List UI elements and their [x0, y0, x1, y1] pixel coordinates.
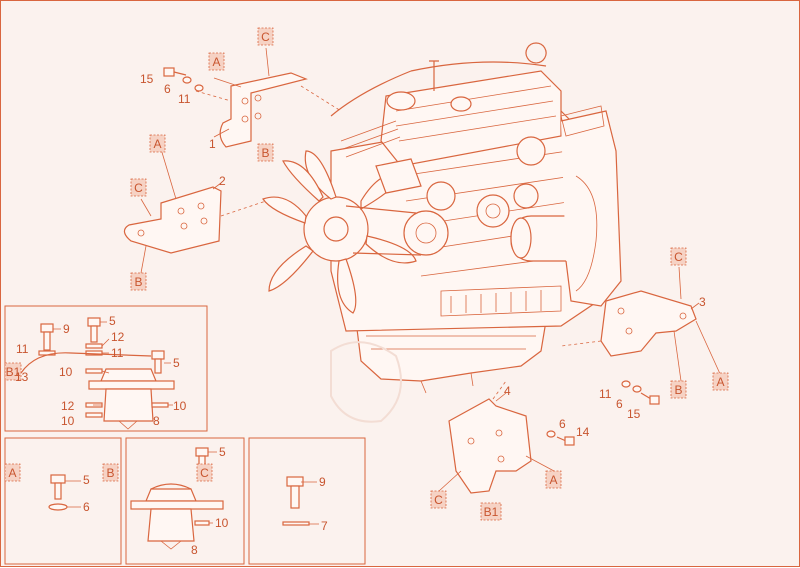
tag-a-top: A — [208, 52, 225, 71]
tag-c-box: C — [196, 463, 213, 482]
svg-text:B1: B1 — [484, 505, 499, 519]
svg-text:B: B — [106, 466, 114, 480]
tag-a-right: A — [712, 372, 729, 391]
box1-part-10a: 10 — [59, 365, 73, 379]
box1-part-13: 13 — [15, 370, 29, 384]
tag-a-lower: A — [545, 470, 562, 489]
svg-text:B1: B1 — [6, 365, 21, 379]
bolt-15-top — [163, 67, 204, 92]
engine-illustration — [262, 42, 622, 394]
box1-part-11b: 11 — [111, 346, 124, 360]
tag-b-box: B — [102, 463, 119, 482]
part-2: 2 — [219, 174, 226, 188]
leader-lines — [140, 47, 722, 492]
part-11-right: 11 — [599, 387, 612, 401]
bolt-14 — [546, 430, 575, 446]
part-15-right: 15 — [627, 407, 641, 421]
box4-part-7: 7 — [321, 519, 328, 533]
svg-text:B: B — [134, 275, 142, 289]
bracket-1 — [195, 72, 342, 148]
box1-part-8: 8 — [153, 414, 160, 428]
bracket-3 — [560, 290, 697, 357]
box4-part-9: 9 — [319, 475, 326, 489]
bracket-2 — [123, 186, 267, 254]
part-6-top: 6 — [164, 82, 171, 96]
svg-text:A: A — [153, 137, 161, 151]
box1-part-12b: 12 — [61, 399, 75, 413]
tag-a-left: A — [149, 134, 166, 153]
tag-b1-lower: B1 — [480, 502, 502, 521]
svg-text:A: A — [716, 375, 724, 389]
part-15-top: 15 — [140, 72, 154, 86]
part-4: 4 — [504, 384, 511, 398]
box3-part-10: 10 — [215, 516, 229, 530]
tag-a-box: A — [4, 463, 21, 482]
svg-text:C: C — [674, 250, 683, 264]
tag-c-top: C — [257, 27, 274, 46]
inset-box-4 — [248, 437, 366, 565]
part-1: 1 — [209, 137, 216, 151]
tag-c-right: C — [670, 247, 687, 266]
tag-c-left: C — [130, 178, 147, 197]
box1-part-12a: 12 — [111, 330, 125, 344]
inset-box-1 — [4, 305, 208, 432]
part-14: 14 — [576, 425, 590, 439]
svg-text:B: B — [261, 146, 269, 160]
box-leaders — [53, 321, 319, 525]
svg-text:A: A — [212, 55, 220, 69]
box2-part-6: 6 — [83, 500, 90, 514]
box1-part-10b: 10 — [173, 399, 187, 413]
svg-text:A: A — [549, 473, 557, 487]
box1-part-10c: 10 — [61, 414, 75, 428]
part-6-lower: 6 — [559, 417, 566, 431]
box1-part-11a: 11 — [16, 342, 29, 356]
tag-b1-box: B1 — [4, 362, 22, 381]
svg-text:C: C — [261, 30, 270, 44]
box1-part-5b: 5 — [173, 356, 180, 370]
inset-box-2 — [4, 437, 122, 565]
part-11-top: 11 — [178, 92, 191, 106]
part-6-right: 6 — [616, 397, 623, 411]
svg-text:C: C — [134, 181, 143, 195]
svg-text:B: B — [674, 383, 682, 397]
svg-text:C: C — [200, 466, 209, 480]
cooling-fan — [262, 150, 417, 314]
tag-c-lower: C — [430, 490, 447, 509]
box3-part-5: 5 — [219, 445, 226, 459]
box1-part-5a: 5 — [109, 314, 116, 328]
box2-part-5: 5 — [83, 473, 90, 487]
tag-b-left: B — [130, 272, 147, 291]
tag-b-top: B — [257, 143, 274, 162]
svg-text:C: C — [434, 493, 443, 507]
inset-box-3 — [125, 437, 245, 565]
box3-part-8: 8 — [191, 543, 198, 557]
tag-b-right: B — [670, 380, 687, 399]
part-numbers: 15 6 11 1 2 3 4 11 6 15 6 14 9 5 12 11 1… — [15, 72, 706, 557]
bolt-15-right — [621, 380, 660, 405]
svg-text:A: A — [8, 466, 16, 480]
bracket-4 — [448, 380, 532, 494]
part-3: 3 — [699, 295, 706, 309]
box1-part-9: 9 — [63, 322, 70, 336]
